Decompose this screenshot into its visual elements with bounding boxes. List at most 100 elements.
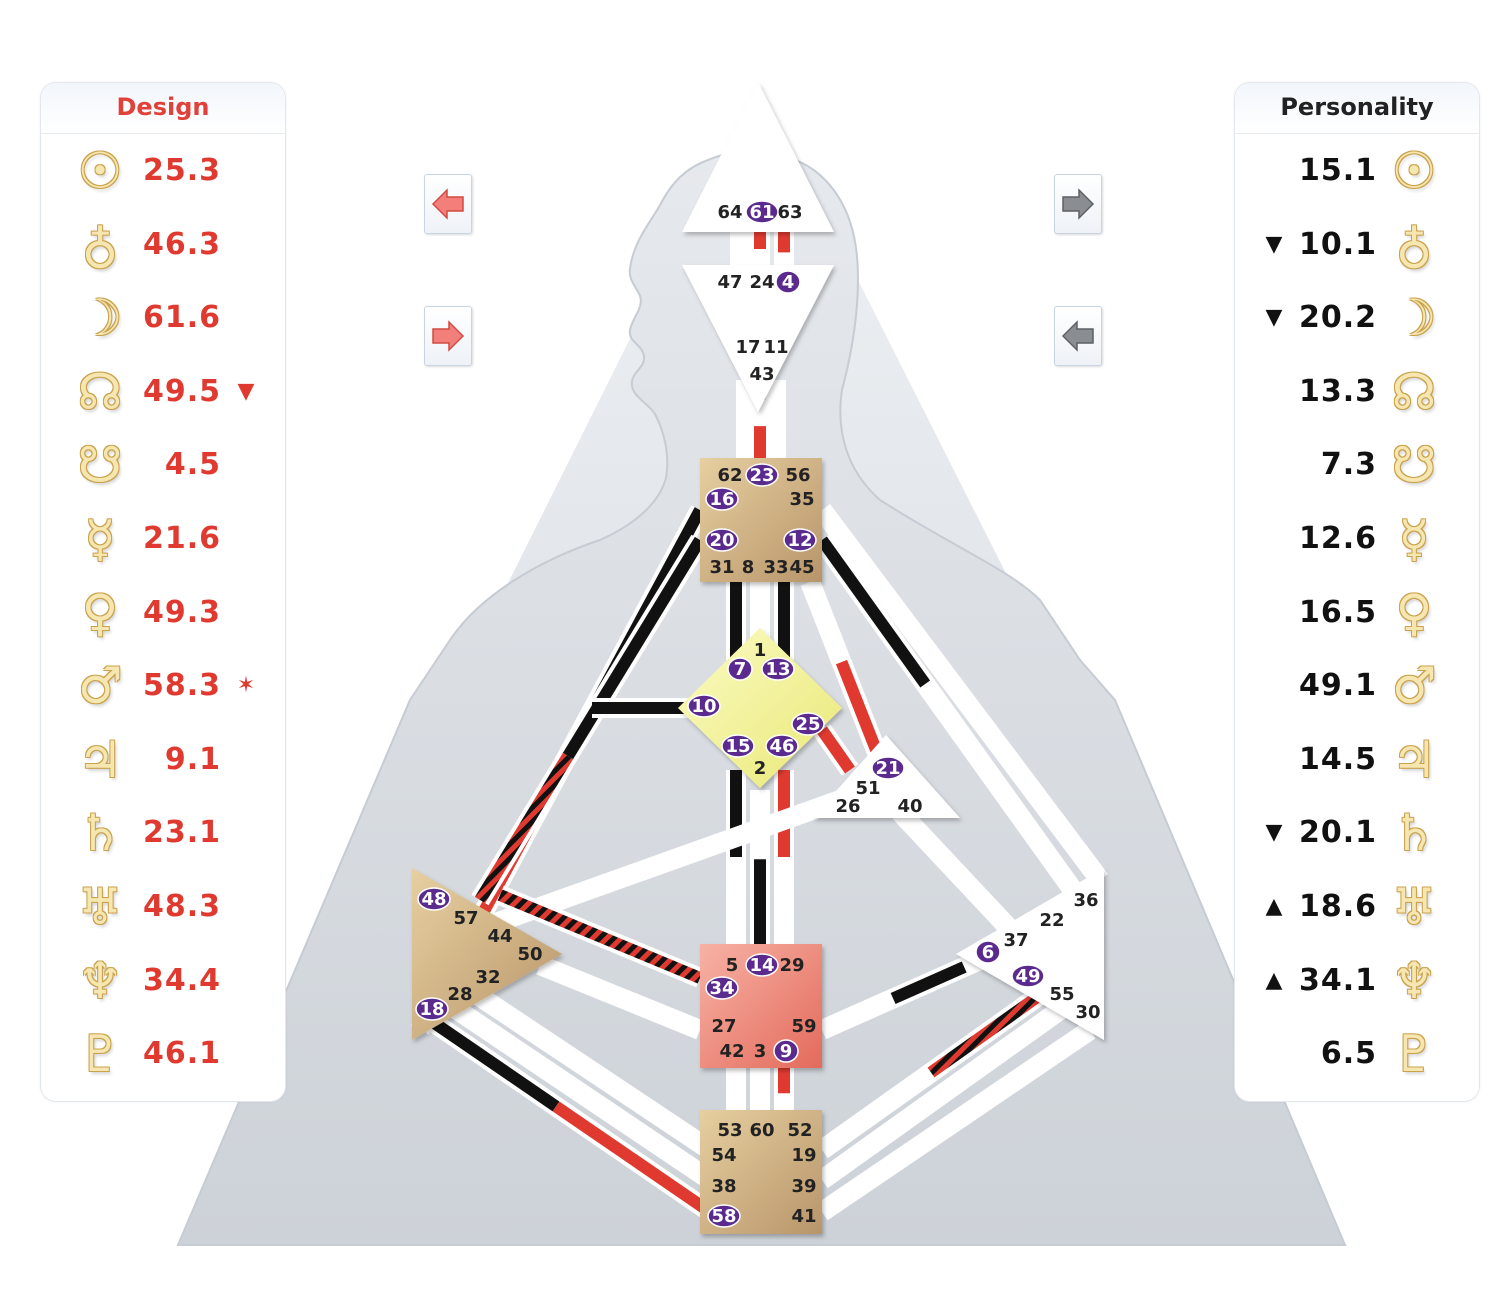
fixing-mark [231,215,261,275]
gate-line-value: 23.1 [142,815,221,851]
channel-25-51 [817,726,855,774]
mars-icon: ♂ [1391,657,1437,716]
channels [411,232,1108,1221]
design-row-north-node: ☊49.5▼ [41,362,285,422]
ajna-center [682,265,834,412]
gate-number: 59 [791,1016,816,1037]
uranus-icon: ♅ [77,878,123,936]
fixing-mark: ▲ [1265,967,1283,993]
personality-row-uranus: ♅18.6▲ [1235,877,1479,937]
channel-16-48 [562,536,706,760]
fixing-mark: ▼ [1265,305,1283,331]
gate-number: 18 [419,999,444,1020]
gate-number: 11 [763,337,788,358]
personality-next-button[interactable] [1054,174,1102,234]
design-row-jupiter: ♃9.1 [41,730,285,790]
gate-number: 41 [791,1206,816,1227]
gate-number: 49 [1015,966,1040,987]
personality-row-north-node: ☊13.3 [1235,362,1479,422]
gate-number: 15 [725,736,750,757]
gate-number: 9 [780,1041,793,1062]
gate-number: 17 [735,337,760,358]
sun-icon: ☉ [77,142,123,200]
gate-number: 51 [855,778,880,799]
gate-line-value: 48.3 [142,889,221,924]
fixing-mark [1259,435,1289,495]
design-row-mars: ♂58.3✶ [41,656,285,716]
gate-line-value: 9.1 [164,741,221,777]
moon-icon: ☽ [1391,289,1437,348]
active-gate-badge [707,1204,741,1228]
active-gate-badge [1011,964,1045,988]
gate-number: 27 [711,1016,736,1037]
spleen-center [412,868,562,1040]
personality-title: Personality [1235,83,1479,134]
mercury-icon: ☿ [84,510,116,568]
gate-line-value: 49.3 [142,594,221,630]
gate-number: 4 [782,272,795,293]
mars-icon: ♂ [77,657,123,716]
gate-line-value: 20.1 [1298,815,1377,851]
gate-number: 6 [982,942,995,963]
active-gate-badge [871,756,905,780]
venus-icon: ♀ [81,583,119,642]
gate-number: 47 [717,272,742,293]
gate-line-value: 21.6 [142,521,221,556]
fixing-mark: ▼ [1265,231,1283,257]
design-next-button[interactable] [424,306,472,366]
fixing-mark [1259,1024,1289,1084]
fixing-mark [231,509,261,569]
gate-number: 64 [717,202,742,223]
channel-18-58 [552,1101,714,1217]
channel-45-21 [835,659,886,763]
gate-line-value: 10.1 [1298,226,1377,262]
gate-number: 57 [453,908,478,929]
gate-number: 19 [791,1145,816,1166]
personality-row-earth: ♁10.1▼ [1235,215,1479,275]
design-row-earth: ♁46.3 [41,215,285,275]
saturn-icon: ♄ [77,804,123,863]
active-gate-badge [415,997,449,1021]
channel-35-36-casing [814,503,1108,887]
gate-line-value: 58.3 [142,668,221,704]
fixing-mark [1259,362,1289,422]
active-gate-badge [687,694,721,718]
active-gate-badge [783,528,817,552]
personality-prev-button[interactable] [1054,306,1102,366]
gate-line-value: 16.5 [1298,594,1377,630]
gate-number: 23 [749,465,774,486]
head-center [682,82,834,232]
gate-number: 50 [517,944,542,965]
arrow-left-icon [1061,320,1094,352]
channel-30-41-casing [816,1021,1096,1221]
south-node-icon: ☋ [1391,436,1437,495]
saturn-icon: ♄ [1391,804,1437,863]
gate-number: 22 [1039,910,1064,931]
personality-row-jupiter: ♃14.5 [1235,730,1479,790]
gate-number: 48 [421,889,446,910]
fixing-mark [1259,509,1289,569]
fixing-mark [231,583,261,643]
gate-number: 8 [742,557,755,578]
active-gate-badge [705,528,739,552]
arrow-right-icon [432,320,465,352]
gate-line-value: 34.1 [1298,962,1377,998]
design-row-south-node: ☋4.5 [41,435,285,495]
fixing-mark [231,288,261,348]
personality-row-pluto: ♇6.5 [1235,1024,1479,1084]
gate-line-value: 14.5 [1298,741,1377,777]
channel-28-38-casing [444,996,716,1189]
gate-number: 61 [749,202,774,223]
gate-number: 20 [709,530,734,551]
channel-57-34 [497,889,703,984]
gate-number: 21 [875,758,900,779]
design-prev-button[interactable] [424,174,472,234]
gate-number: 55 [1049,984,1074,1005]
gate-number: 26 [835,796,860,817]
gate-line-value: 6.5 [1320,1036,1377,1072]
active-gate-badge [745,953,779,977]
gate-line-value: 12.6 [1298,521,1377,556]
channel-59-6 [890,961,967,1004]
